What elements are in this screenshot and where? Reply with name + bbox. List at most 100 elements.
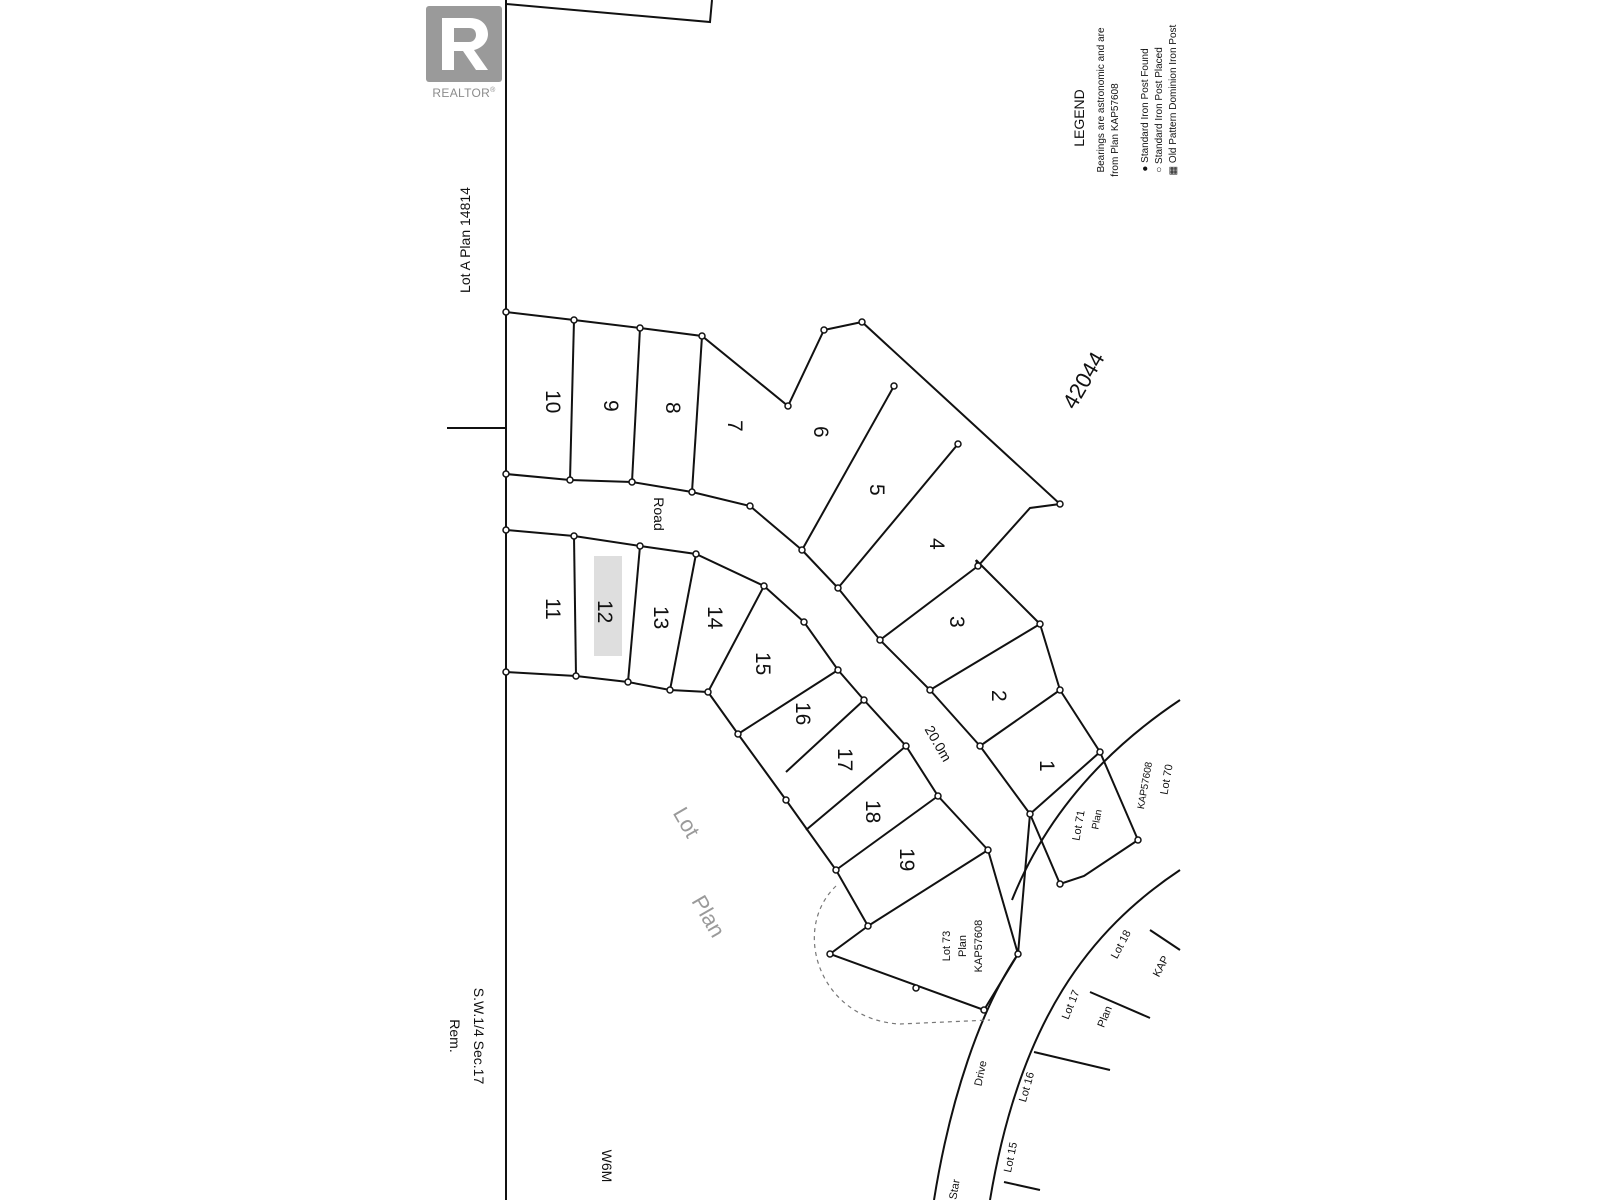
realtor-logo: REALTOR® bbox=[426, 6, 502, 100]
survey-post-marker bbox=[858, 318, 866, 326]
section-label: S.W.1/4 Sec.17 bbox=[471, 988, 487, 1085]
survey-post-marker bbox=[692, 550, 700, 558]
survey-post-marker bbox=[876, 636, 884, 644]
plan-top-label: Lot A Plan 14814 bbox=[457, 187, 473, 293]
survey-post-marker bbox=[976, 742, 984, 750]
survey-post-marker bbox=[1056, 880, 1064, 888]
lot-4-3-line bbox=[879, 565, 979, 641]
lot-10-9-line bbox=[569, 319, 575, 481]
legend-line-1: Bearings are astronomic and are bbox=[1096, 27, 1107, 173]
lot-8-label: 8 bbox=[661, 402, 684, 414]
lot-9-8-line bbox=[631, 327, 641, 483]
lot-14-15-line bbox=[707, 585, 765, 693]
lot-2-label: 2 bbox=[987, 690, 1010, 702]
lot-5-label: 5 bbox=[865, 484, 888, 496]
survey-post-marker bbox=[834, 666, 842, 674]
plan-right-label: Plan bbox=[1096, 1004, 1115, 1029]
east-outline-lots-1-3 bbox=[1039, 623, 1139, 841]
star-drive-west-edge bbox=[933, 953, 1019, 1200]
east-road-edge-upper bbox=[801, 549, 981, 747]
lot-3-east-edge bbox=[975, 559, 1041, 625]
plan-number-label: 42044 bbox=[1057, 348, 1109, 413]
east-road-edge-lower bbox=[979, 745, 1031, 815]
lot-13-label: 13 bbox=[649, 606, 672, 629]
cul-de-sac-dashed-arc bbox=[813, 885, 991, 1025]
star-label: Star bbox=[947, 1178, 962, 1200]
star-drive-outer-edge bbox=[989, 869, 1181, 1200]
plan-73-label: Plan bbox=[957, 935, 969, 957]
lot-8-7-line bbox=[691, 335, 703, 493]
survey-post-marker bbox=[984, 846, 992, 854]
lot-15-plan-label: Lot 15 bbox=[1002, 1141, 1020, 1173]
survey-post-marker bbox=[628, 478, 636, 486]
survey-post-marker bbox=[926, 686, 934, 694]
lot-11-label: 11 bbox=[541, 598, 564, 620]
drive-label: Drive bbox=[973, 1060, 990, 1088]
lot-12-13-line bbox=[627, 545, 641, 683]
south-road-edge-west bbox=[505, 529, 765, 587]
survey-post-marker bbox=[912, 984, 920, 992]
survey-post-marker bbox=[570, 316, 578, 324]
drive-lot-divider-3 bbox=[1089, 991, 1151, 1019]
drive-lot-divider-2 bbox=[1033, 1051, 1111, 1071]
legend-line-3: ● Standard Iron Post Found bbox=[1140, 48, 1151, 171]
survey-post-marker bbox=[980, 1006, 988, 1014]
lot-9-label: 9 bbox=[599, 400, 622, 412]
survey-post-marker bbox=[502, 668, 510, 676]
top-boundary-fragment bbox=[505, 0, 713, 24]
survey-post-marker bbox=[782, 796, 790, 804]
survey-post-marker bbox=[864, 922, 872, 930]
lot-5-4-line bbox=[837, 443, 959, 589]
lot-12-shading bbox=[594, 556, 622, 656]
survey-post-marker bbox=[1134, 836, 1142, 844]
survey-post-marker bbox=[798, 546, 806, 554]
lot-73-label: Lot 73 bbox=[941, 931, 953, 962]
lot-73-outline bbox=[827, 849, 1020, 1012]
kap-right-label: KAP bbox=[1151, 954, 1172, 979]
survey-post-marker bbox=[502, 470, 510, 478]
lot-1-label: 1 bbox=[1035, 760, 1058, 772]
lot-16-plan-label: Lot 16 bbox=[1017, 1071, 1037, 1104]
survey-post-marker bbox=[1026, 810, 1034, 818]
north-road-edge bbox=[505, 473, 803, 551]
legend-line-2: from Plan KAP57608 bbox=[1110, 83, 1121, 177]
lot-6-label: 6 bbox=[809, 426, 832, 438]
survey-post-marker bbox=[502, 308, 510, 316]
survey-post-marker bbox=[698, 332, 706, 340]
survey-post-marker bbox=[934, 792, 942, 800]
survey-post-marker bbox=[1036, 620, 1044, 628]
survey-post-marker bbox=[890, 382, 898, 390]
lot-2-1-line bbox=[979, 689, 1061, 747]
survey-post-marker bbox=[572, 672, 580, 680]
lot-10-label: 10 bbox=[541, 390, 564, 413]
survey-post-marker bbox=[1056, 686, 1064, 694]
lot-14-label: 14 bbox=[703, 606, 726, 630]
lot-73-road-edge bbox=[1017, 813, 1031, 955]
lot-15-16-line bbox=[737, 669, 839, 735]
survey-post-marker bbox=[688, 488, 696, 496]
lot-6-5-line bbox=[801, 385, 895, 551]
lot-17-18-line bbox=[805, 745, 907, 831]
lot-71-outline bbox=[1029, 813, 1139, 886]
legend: LEGEND Bearings are astronomic and are f… bbox=[1071, 24, 1179, 176]
plan-faint-label: Plan bbox=[687, 891, 731, 942]
plan-71-label: Plan bbox=[1090, 809, 1104, 831]
survey-post-marker bbox=[624, 678, 632, 686]
lot-3-2-line bbox=[929, 623, 1041, 691]
road-label: Road bbox=[651, 497, 667, 530]
kap57608-label-b: KAP57608 bbox=[973, 920, 985, 973]
survey-post-marker bbox=[704, 688, 712, 696]
drive-lot-divider-1 bbox=[1003, 1181, 1041, 1191]
legend-line-4: ○ Standard Iron Post Placed bbox=[1154, 47, 1165, 173]
lot-18-label: 18 bbox=[861, 800, 884, 823]
legend-line-5: ▦ Old Pattern Dominion Iron Post bbox=[1168, 24, 1179, 175]
survey-post-marker bbox=[760, 582, 768, 590]
survey-post-marker bbox=[800, 618, 808, 626]
lot-70-label: Lot 70 bbox=[1158, 763, 1175, 795]
survey-post-marker bbox=[636, 542, 644, 550]
survey-post-marker bbox=[570, 532, 578, 540]
lot-19-south-line bbox=[867, 849, 989, 927]
survey-post-marker bbox=[1014, 950, 1022, 958]
lot-13-14-line bbox=[669, 553, 697, 691]
